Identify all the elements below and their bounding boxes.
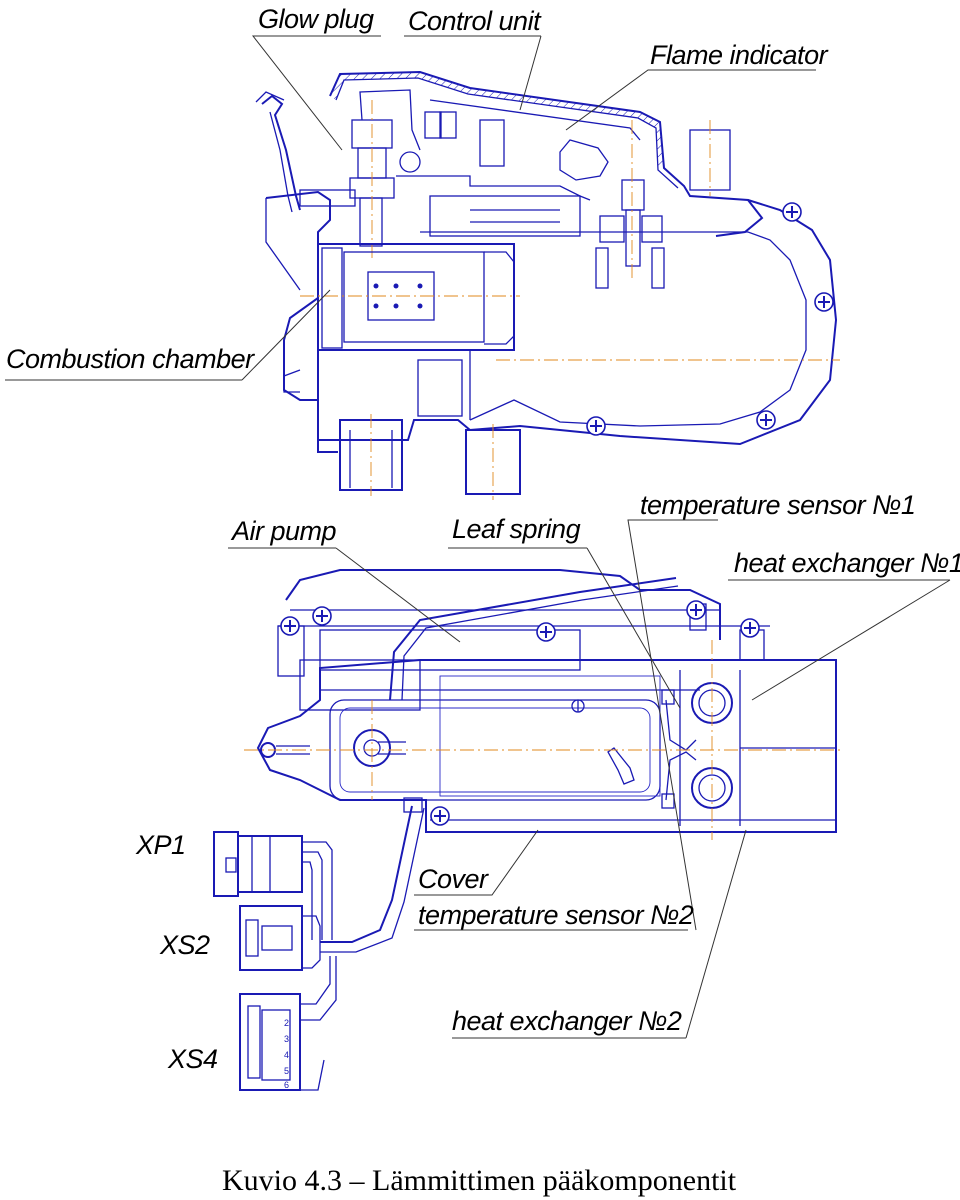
screw-icon bbox=[430, 806, 450, 826]
screw-icon bbox=[814, 292, 834, 312]
pump-assembly-view bbox=[244, 569, 844, 953]
label-combustion-chamber: Combustion chamber bbox=[6, 344, 255, 374]
label-xp1: XP1 bbox=[135, 830, 186, 860]
top-leader-lines bbox=[5, 35, 816, 381]
exhaust-pipe bbox=[339, 414, 403, 496]
heater-section-view bbox=[255, 70, 840, 500]
pin-number: 4 bbox=[284, 1050, 289, 1060]
flame-indicator bbox=[559, 120, 731, 282]
wiring-harness bbox=[320, 805, 413, 943]
connector-xs4: 2 3 4 5 6 bbox=[239, 956, 337, 1091]
label-control-unit: Control unit bbox=[408, 6, 542, 36]
labels: Glow plug Control unit Flame indicator C… bbox=[6, 4, 960, 1074]
label-temperature-sensor-2: temperature sensor №2 bbox=[418, 900, 694, 930]
connector-xs2 bbox=[239, 905, 321, 971]
label-xs4: XS4 bbox=[167, 1044, 218, 1074]
screw-icon bbox=[536, 622, 556, 642]
label-flame-indicator: Flame indicator bbox=[650, 40, 829, 70]
temperature-sensor-1 bbox=[665, 699, 697, 751]
screw-icon bbox=[280, 616, 300, 636]
combustion-chamber bbox=[300, 243, 520, 351]
combustion-housing bbox=[265, 190, 338, 453]
pin-number: 6 bbox=[284, 1080, 289, 1090]
screw-icon bbox=[756, 410, 776, 430]
pin-number: 2 bbox=[284, 1018, 289, 1028]
label-temperature-sensor-1: temperature sensor №1 bbox=[640, 490, 915, 520]
label-leaf-spring: Leaf spring bbox=[452, 514, 581, 544]
label-heat-exchanger-2: heat exchanger №2 bbox=[452, 1006, 682, 1036]
glow-plug bbox=[349, 89, 421, 260]
control-unit bbox=[396, 99, 641, 237]
intake-pipe bbox=[465, 424, 521, 500]
control-unit-cover bbox=[329, 70, 764, 237]
heater-outer-shell bbox=[317, 199, 838, 446]
screw-icon bbox=[312, 606, 332, 626]
screw-icon bbox=[740, 618, 760, 638]
screw-icon bbox=[782, 202, 802, 222]
bottom-leader-lines bbox=[228, 519, 951, 1039]
label-glow-plug: Glow plug bbox=[258, 4, 374, 34]
pin-number: 3 bbox=[284, 1034, 289, 1044]
figure-caption: Kuvio 4.3 – Lämmittimen pääkomponentit bbox=[222, 1164, 737, 1197]
pin-number: 5 bbox=[284, 1066, 289, 1076]
air-pump bbox=[299, 629, 700, 711]
pump-top-cover bbox=[285, 569, 721, 640]
screw-icon bbox=[686, 600, 706, 620]
temperature-sensor-2 bbox=[665, 751, 697, 801]
screw-icon bbox=[586, 416, 606, 436]
label-air-pump: Air pump bbox=[230, 516, 337, 546]
leaf-spring bbox=[389, 577, 677, 701]
label-cover: Cover bbox=[418, 864, 489, 894]
label-xs2: XS2 bbox=[159, 930, 210, 960]
pump-casing bbox=[256, 659, 837, 833]
connector-xp1 bbox=[213, 831, 333, 940]
label-heat-exchanger-1: heat exchanger №1 bbox=[734, 548, 960, 578]
fuel-pipe bbox=[261, 94, 301, 211]
